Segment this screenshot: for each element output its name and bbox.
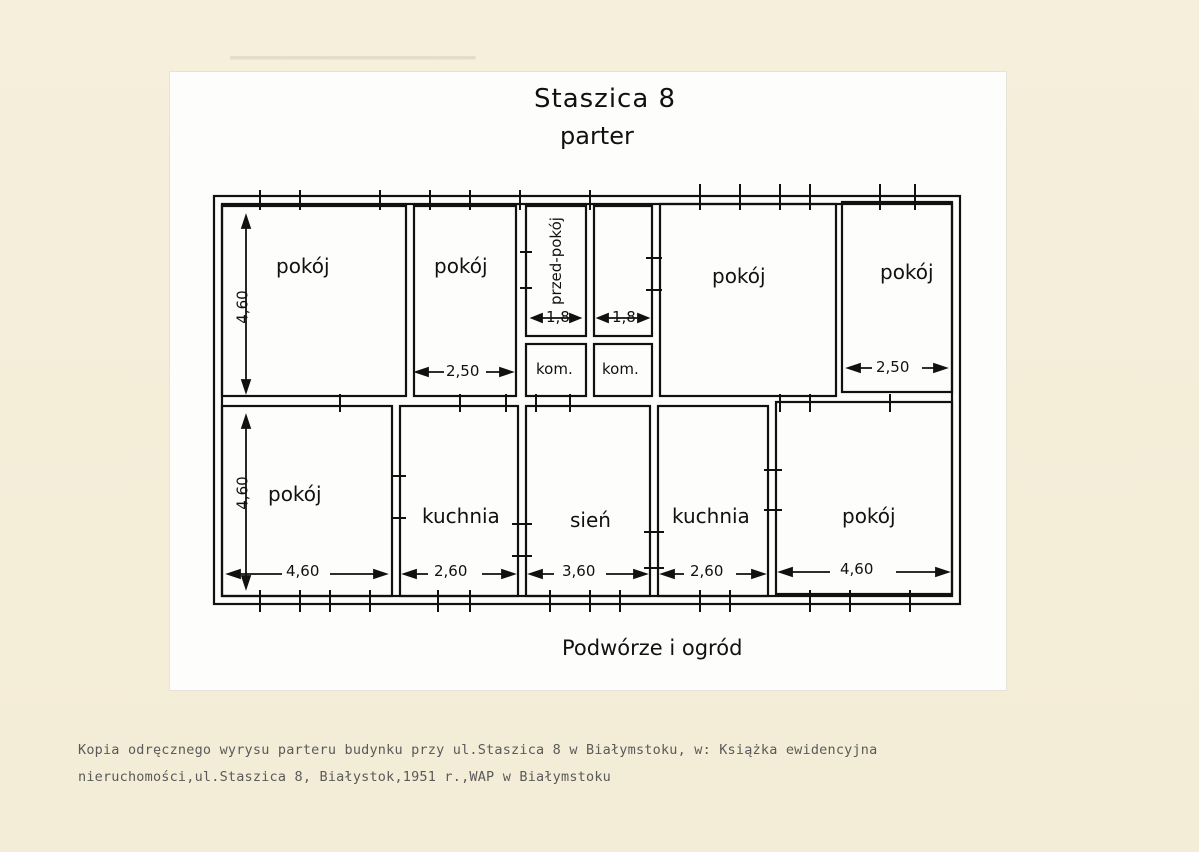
caption-line: nieruchomości,ul.Staszica 8, Białystok,1… [78, 769, 611, 785]
floor-plan-photo: Staszica 8 parter pokój pokój przed-pokó… [170, 72, 1006, 690]
room-label: pokój [276, 254, 330, 278]
room-label: kuchnia [422, 504, 500, 528]
yard-garden-note: Podwórze i ogród [562, 636, 743, 660]
floor-plan-drawing [212, 184, 962, 612]
room-label: kom. [602, 360, 639, 378]
dimension-label: 4,60 [286, 562, 320, 580]
room-label: pokój [268, 482, 322, 506]
dimension-label: 3,60 [562, 562, 596, 580]
dimension-label: 1,8 [612, 308, 636, 326]
room-label: pokój [842, 504, 896, 528]
dimension-label: 2,50 [446, 362, 480, 380]
room-label: sień [570, 508, 611, 532]
room-label: przed-pokój [547, 217, 565, 305]
room-label: pokój [880, 260, 934, 284]
room-label: pokój [434, 254, 488, 278]
plan-subtitle: parter [560, 122, 634, 150]
dimension-label: 4,60 [233, 290, 252, 324]
plan-title: Staszica 8 [534, 84, 677, 114]
dimension-label: 1,8 [546, 308, 570, 326]
dimension-label: 2,50 [876, 358, 910, 376]
caption-line: Kopia odręcznego wyrysu parteru budynku … [78, 742, 878, 758]
dimension-label: 4,60 [233, 476, 252, 510]
dimension-label: 2,60 [690, 562, 724, 580]
archival-caption: Kopia odręcznego wyrysu parteru budynku … [78, 737, 1078, 791]
room-label: kom. [536, 360, 573, 378]
dimension-label: 2,60 [434, 562, 468, 580]
dimension-label: 4,60 [840, 560, 874, 578]
room-label: pokój [712, 264, 766, 288]
faint-card-header: ▬▬▬▬▬▬▬▬▬▬▬▬▬▬▬▬▬▬▬▬▬▬▬▬▬▬▬▬▬▬▬▬▬▬ [230, 50, 476, 64]
room-label: kuchnia [672, 504, 750, 528]
